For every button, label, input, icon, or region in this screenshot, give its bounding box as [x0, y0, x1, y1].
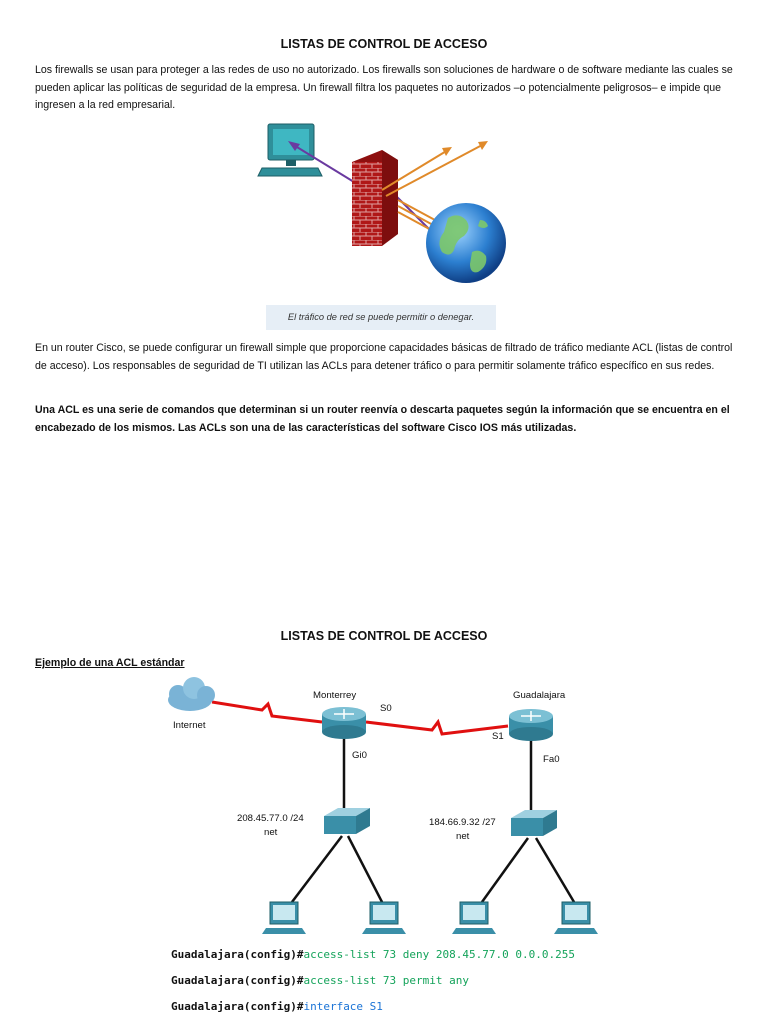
interface-s1-label: S1 — [492, 731, 504, 742]
network2-address-label: 184.66.9.32 /27 — [429, 817, 496, 828]
code-prompt: Guadalajara(config)# — [171, 974, 304, 987]
globe-icon — [426, 203, 506, 283]
pc-icon-3 — [452, 901, 496, 934]
internet-label: Internet — [173, 720, 206, 731]
router-guadalajara-icon — [509, 709, 553, 741]
router-guadalajara-label: Guadalajara — [513, 690, 566, 701]
network1-address-label: 208.45.77.0 /24 — [237, 813, 304, 824]
acl-intro-paragraph: En un router Cisco, se puede configurar … — [35, 342, 733, 372]
wan-link-serial — [365, 718, 509, 736]
firewall-illustration — [257, 123, 506, 283]
interface-fa0-label: Fa0 — [543, 754, 560, 765]
code-line-2: Guadalajara(config)#access-list 73 permi… — [171, 974, 469, 987]
code-line-1: Guadalajara(config)#access-list 73 deny … — [171, 948, 575, 961]
code-command: access-list 73 permit any — [303, 974, 470, 987]
internet-cloud-icon — [168, 677, 215, 711]
pc-icon-1 — [262, 901, 306, 934]
pc-icon-2 — [362, 901, 406, 934]
firewall-wall-icon — [352, 150, 398, 246]
interface-s0-label: S0 — [380, 703, 392, 714]
network1-net-label: net — [264, 827, 278, 838]
code-command: interface S1 — [303, 1000, 383, 1013]
example-subheading: Ejemplo de una ACL estándar — [35, 657, 185, 669]
code-prompt: Guadalajara(config)# — [171, 1000, 304, 1013]
wan-link-internet — [211, 700, 323, 724]
code-line-3: Guadalajara(config)#interface S1 — [171, 1000, 383, 1013]
page-title: LISTAS DE CONTROL DE ACCESO — [280, 37, 488, 51]
switch-2-icon — [511, 810, 557, 836]
interface-gi0-label: Gi0 — [352, 750, 367, 761]
page2-title: LISTAS DE CONTROL DE ACCESO — [280, 629, 488, 643]
router-monterrey-icon — [322, 707, 366, 739]
acl-definition-paragraph: Una ACL es una serie de comandos que det… — [35, 404, 730, 434]
code-command: access-list 73 deny 208.45.77.0 0.0.0.25… — [303, 948, 575, 961]
code-prompt: Guadalajara(config)# — [171, 948, 304, 961]
intro-paragraph: Los firewalls se usan para proteger a la… — [35, 64, 733, 111]
allowed-traffic-arrow — [291, 143, 355, 183]
switch-1-icon — [324, 808, 370, 834]
router-monterrey-label: Monterrey — [313, 690, 357, 701]
pc-icon-4 — [554, 901, 598, 934]
network2-net-label: net — [456, 831, 470, 842]
figure-caption: El tráfico de red se puede permitir o de… — [266, 305, 496, 330]
